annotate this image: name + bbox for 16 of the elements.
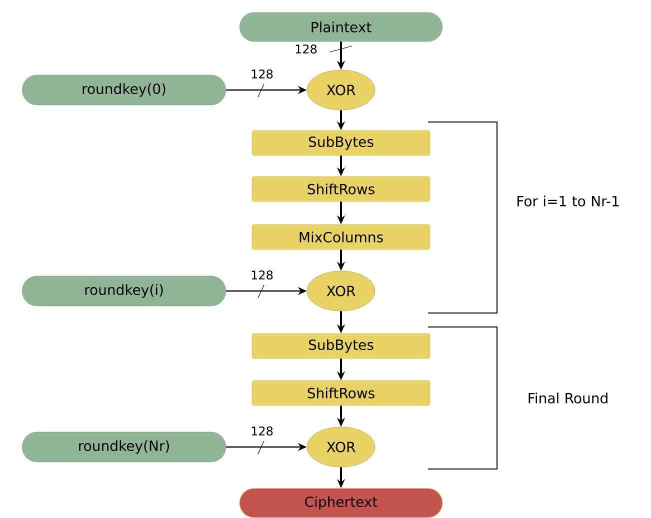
input-pill: Plaintext [240,12,442,42]
step-box: SubBytes [252,333,430,359]
step-box: ShiftRows [252,176,430,202]
key-pill: roundkey(0) [22,74,226,106]
key-pill: roundkey(Nr) [22,432,226,462]
output-pill: Ciphertext [239,488,443,518]
edge-label: 128 [250,269,274,281]
edge-label: 128 [250,425,274,437]
bracket-label: For i=1 to Nr-1 [518,196,619,206]
bracket-label: Final Round [528,392,608,404]
step-box: SubBytes [252,130,430,156]
step-box: ShiftRows [252,380,430,406]
edge-label: 128 [294,43,318,55]
key-pill: roundkey(i) [22,276,226,306]
edge-label: 128 [250,68,274,80]
step-box: MixColumns [252,224,430,250]
